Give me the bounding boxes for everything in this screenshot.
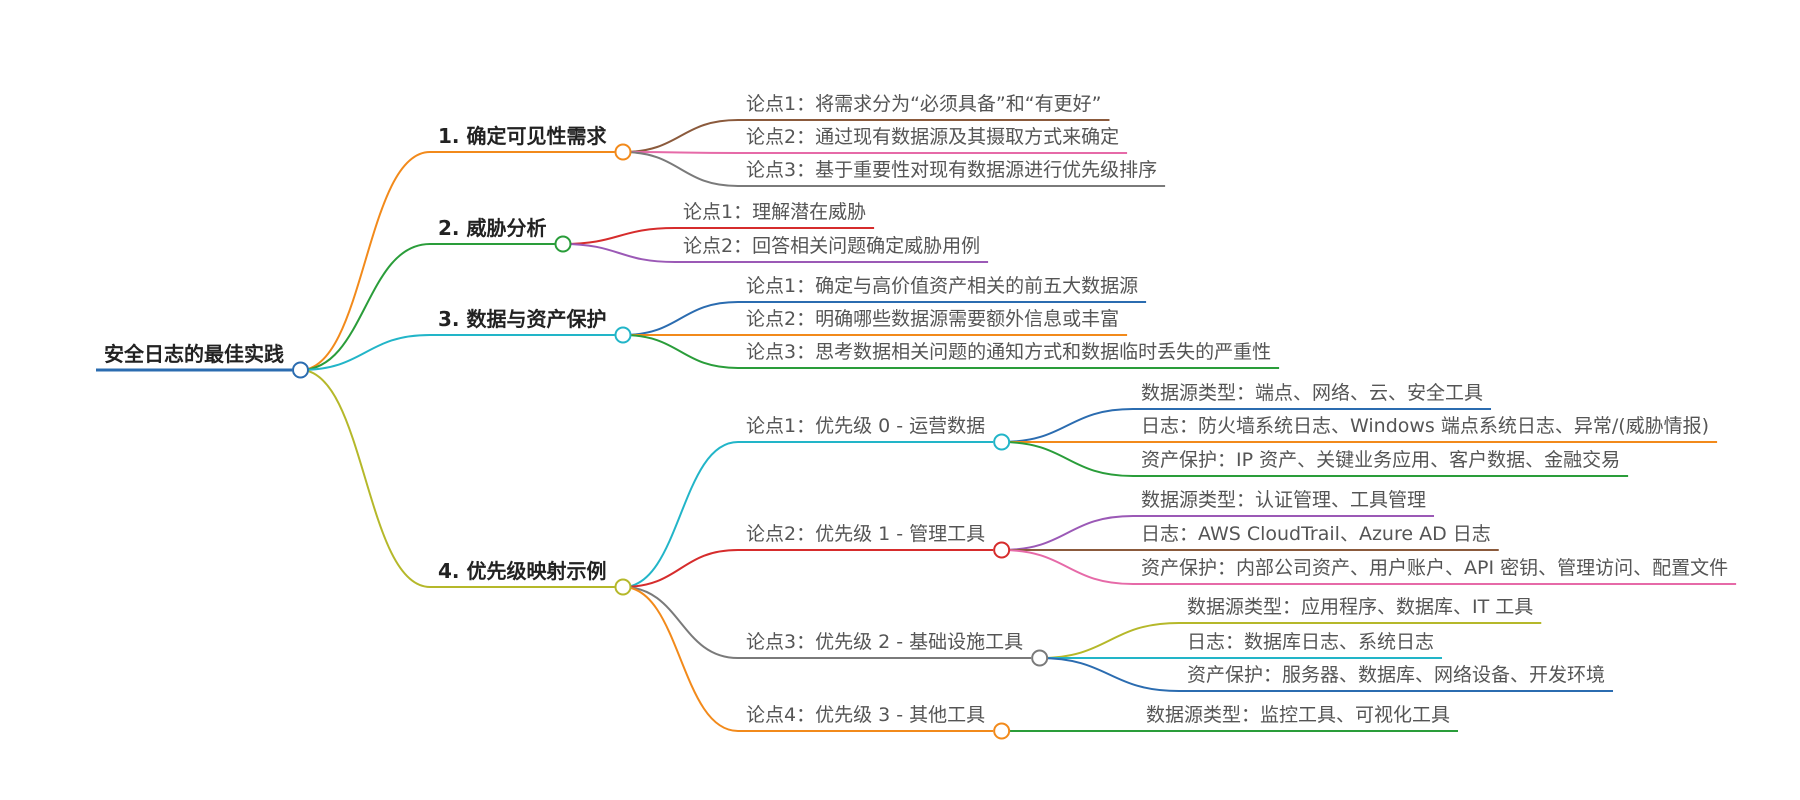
point-node[interactable]: 论点2：通过现有数据源及其摄取方式来确定 (746, 126, 1120, 148)
point-node[interactable]: 论点1：优先级 0 - 运营数据 (746, 415, 986, 437)
branch-node-priority-mapping[interactable]: 4. 优先级映射示例 (438, 559, 607, 583)
connector-curve (622, 586, 739, 659)
connector-curve (1039, 622, 1180, 659)
point-node[interactable]: 论点2：明确哪些数据源需要额外信息或丰富 (746, 308, 1120, 330)
node-junction-circle (614, 143, 632, 161)
connector-curve (1039, 657, 1180, 692)
node-junction-circle (993, 541, 1011, 559)
leaf-node[interactable]: 数据源类型：端点、网络、云、安全工具 (1141, 382, 1484, 404)
leaf-node[interactable]: 数据源类型：认证管理、工具管理 (1141, 489, 1427, 511)
connector-curve (1001, 549, 1134, 585)
node-junction-circle (993, 722, 1011, 740)
node-junction-circle (614, 326, 632, 344)
node-junction-circle (1031, 649, 1049, 667)
leaf-node[interactable]: 资产保护：服务器、数据库、网络设备、开发环境 (1187, 664, 1606, 686)
connector-curve (622, 151, 739, 187)
connector-curve (622, 119, 739, 153)
connector-curve (622, 151, 739, 154)
connector-curve (300, 243, 431, 371)
root-node-label[interactable]: 安全日志的最佳实践 (104, 342, 284, 366)
connector-curve (622, 441, 739, 588)
connector-curve (300, 151, 431, 371)
point-node[interactable]: 论点2：回答相关问题确定威胁用例 (683, 235, 981, 257)
connector-curve (1001, 441, 1134, 477)
node-junction-circle (614, 578, 632, 596)
connector-curve (1001, 515, 1134, 551)
point-node[interactable]: 论点1：确定与高价值资产相关的前五大数据源 (746, 275, 1139, 297)
point-node[interactable]: 论点3：基于重要性对现有数据源进行优先级排序 (746, 159, 1158, 181)
connector-curve (562, 243, 676, 263)
connector-curve (300, 334, 431, 371)
leaf-node[interactable]: 资产保护：IP 资产、关键业务应用、客户数据、金融交易 (1141, 449, 1621, 471)
connector-curve (622, 301, 739, 336)
connector-curve (622, 586, 739, 732)
leaf-node[interactable]: 日志：防火墙系统日志、Windows 端点系统日志、异常/(威胁情报) (1141, 415, 1710, 437)
connector-curve (562, 227, 676, 245)
point-node[interactable]: 论点2：优先级 1 - 管理工具 (746, 523, 986, 545)
node-junction-circle (292, 361, 309, 379)
branch-node-threat-analysis[interactable]: 2. 威胁分析 (438, 216, 547, 240)
leaf-node[interactable]: 资产保护：内部公司资产、用户账户、API 密钥、管理访问、配置文件 (1141, 557, 1729, 579)
point-node[interactable]: 论点1：将需求分为“必须具备”和“有更好” (746, 93, 1102, 115)
point-node[interactable]: 论点3：思考数据相关问题的通知方式和数据临时丢失的严重性 (746, 341, 1272, 363)
leaf-node[interactable]: 日志：AWS CloudTrail、Azure AD 日志 (1141, 523, 1491, 545)
point-node[interactable]: 论点1：理解潜在威胁 (683, 201, 867, 223)
point-node[interactable]: 论点3：优先级 2 - 基础设施工具 (746, 631, 1024, 653)
connector-curve (1001, 408, 1134, 443)
connector-curve (622, 334, 739, 369)
connector-curve (622, 549, 739, 588)
node-junction-circle (554, 235, 572, 253)
leaf-node[interactable]: 数据源类型：监控工具、可视化工具 (1146, 704, 1451, 726)
node-junction-circle (993, 433, 1011, 451)
leaf-node[interactable]: 数据源类型：应用程序、数据库、IT 工具 (1187, 596, 1534, 618)
branch-node-visibility[interactable]: 1. 确定可见性需求 (438, 124, 607, 148)
point-node[interactable]: 论点4：优先级 3 - 其他工具 (746, 704, 986, 726)
leaf-node[interactable]: 日志：数据库日志、系统日志 (1187, 631, 1435, 653)
connector-curve (300, 369, 431, 588)
branch-node-data-asset-protection[interactable]: 3. 数据与资产保护 (438, 307, 607, 331)
